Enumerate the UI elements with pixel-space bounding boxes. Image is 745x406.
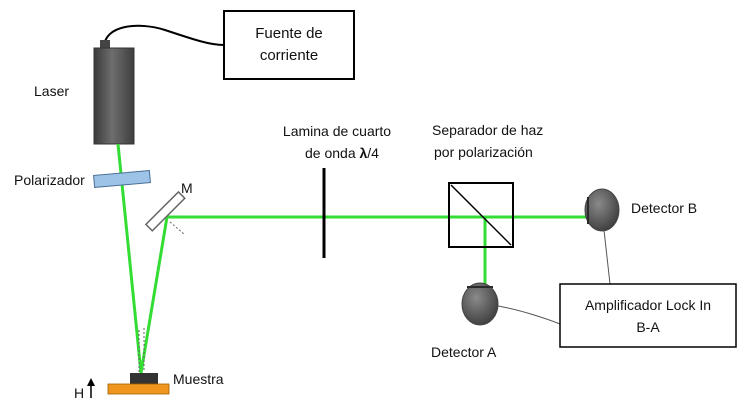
detector-b-label: Detector B — [631, 200, 697, 216]
current-source-label-line2: corriente — [260, 47, 318, 64]
beam-splitter-label-line2: por polarización — [434, 144, 533, 160]
quarter-wave-label-line2: de onda λ/4 — [305, 145, 379, 161]
laser-label: Laser — [34, 83, 69, 99]
laser-beam — [116, 143, 487, 375]
current-source-box — [223, 10, 355, 80]
mirror-label: M — [181, 180, 193, 196]
power-cable — [103, 24, 225, 49]
lockin-label-line2: B-A — [636, 319, 660, 335]
polarizer — [93, 170, 151, 188]
current-source-label-line1: Fuente de — [255, 25, 323, 42]
detector-b-cable — [603, 229, 611, 285]
lockin-label-line1: Amplificador Lock In — [585, 297, 711, 313]
polarizer-label: Polarizador — [14, 172, 85, 188]
laser-connector — [100, 40, 110, 50]
laser-body — [93, 47, 135, 145]
detector-a — [461, 282, 499, 326]
detector-a-cable — [497, 305, 561, 325]
detector-a-label: Detector A — [431, 344, 497, 360]
field-arrow-head — [87, 378, 95, 386]
mirror-normal-dotted — [169, 221, 185, 235]
beam-splitter-cube — [448, 182, 514, 248]
beam-splitter-label-line1: Separador de haz — [432, 122, 543, 138]
sample-label: Muestra — [173, 371, 224, 387]
mirror — [144, 190, 186, 232]
detector-b — [584, 188, 620, 232]
beam-splitter-diagonal — [450, 184, 512, 246]
sample-base — [107, 383, 170, 395]
sample-top — [130, 373, 158, 384]
field-label: H — [74, 385, 84, 401]
lockin-amplifier-box — [559, 283, 737, 348]
quarter-wave-label-line1: Lamina de cuarto — [283, 123, 391, 139]
